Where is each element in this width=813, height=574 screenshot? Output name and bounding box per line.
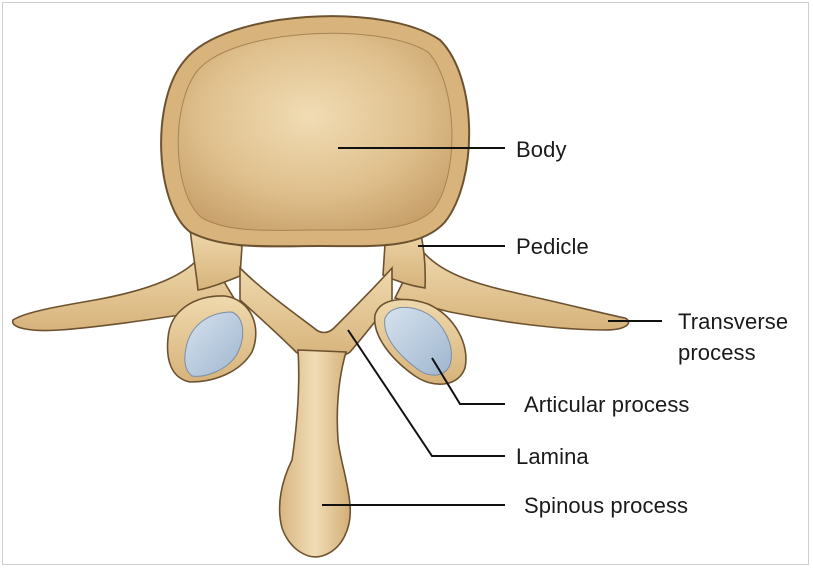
spinous-process bbox=[280, 350, 351, 557]
label-transverse-process-line2: process bbox=[678, 337, 788, 368]
vertebral-body bbox=[161, 16, 469, 246]
label-lamina: Lamina bbox=[516, 444, 589, 470]
label-pedicle: Pedicle bbox=[516, 234, 589, 260]
label-body: Body bbox=[516, 137, 567, 163]
lamina-arch bbox=[240, 268, 392, 358]
label-spinous-process: Spinous process bbox=[524, 493, 688, 519]
label-transverse-process: Transverse process bbox=[678, 306, 788, 368]
label-transverse-process-line1: Transverse bbox=[678, 306, 788, 337]
label-articular-process: Articular process bbox=[524, 392, 690, 418]
body-endplate-surface bbox=[178, 33, 452, 230]
